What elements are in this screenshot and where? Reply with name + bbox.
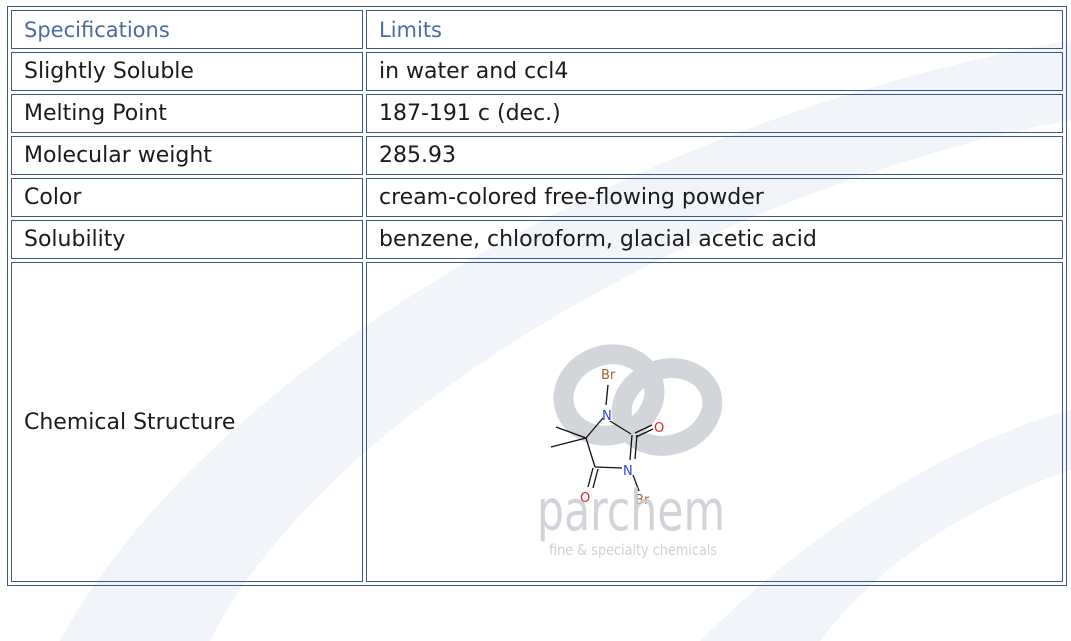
table-row: Slightly Soluble in water and ccl4: [11, 52, 1063, 91]
limit-cell: in water and ccl4: [366, 52, 1063, 91]
atom-br-bottom: Br: [635, 493, 650, 508]
specifications-table: Specifications Limits Slightly Soluble i…: [7, 6, 1067, 586]
table-row: Solubility benzene, chloroform, glacial …: [11, 220, 1063, 259]
structure-cell: Br N O N O Br parchem fine & specialty c…: [366, 262, 1063, 582]
header-specifications: Specifications: [11, 10, 363, 49]
atom-o-right: O: [654, 421, 664, 436]
table-row: Melting Point 187-191 c (dec.): [11, 94, 1063, 133]
spec-cell: Melting Point: [11, 94, 363, 133]
table-row-structure: Chemical Structure: [11, 262, 1063, 582]
atom-n-bottom: N: [623, 464, 633, 479]
table-row: Color cream-colored free-flowing powder: [11, 178, 1063, 217]
chemical-structure-image: Br N O N O Br parchem fine & specialty c…: [537, 344, 725, 559]
atom-o-left: O: [580, 491, 590, 506]
table-row: Molecular weight 285.93: [11, 136, 1063, 175]
structure-container: Br N O N O Br parchem fine & specialty c…: [367, 263, 1062, 581]
limit-cell: 187-191 c (dec.): [366, 94, 1063, 133]
spec-cell: Chemical Structure: [11, 262, 363, 582]
parchem-logo-mark: [553, 344, 723, 456]
atom-br-top: Br: [601, 368, 616, 383]
watermark-brand: parchem: [537, 479, 725, 544]
watermark-tagline: fine & specialty chemicals: [549, 541, 717, 559]
spec-cell: Slightly Soluble: [11, 52, 363, 91]
atom-n-top: N: [602, 409, 612, 424]
spec-cell: Molecular weight: [11, 136, 363, 175]
molecule-bonds: [550, 384, 654, 492]
limit-cell: 285.93: [366, 136, 1063, 175]
table-header-row: Specifications Limits: [11, 10, 1063, 49]
spec-cell: Color: [11, 178, 363, 217]
header-limits: Limits: [366, 10, 1063, 49]
limit-cell: cream-colored free-flowing powder: [366, 178, 1063, 217]
spec-cell: Solubility: [11, 220, 363, 259]
limit-cell: benzene, chloroform, glacial acetic acid: [366, 220, 1063, 259]
